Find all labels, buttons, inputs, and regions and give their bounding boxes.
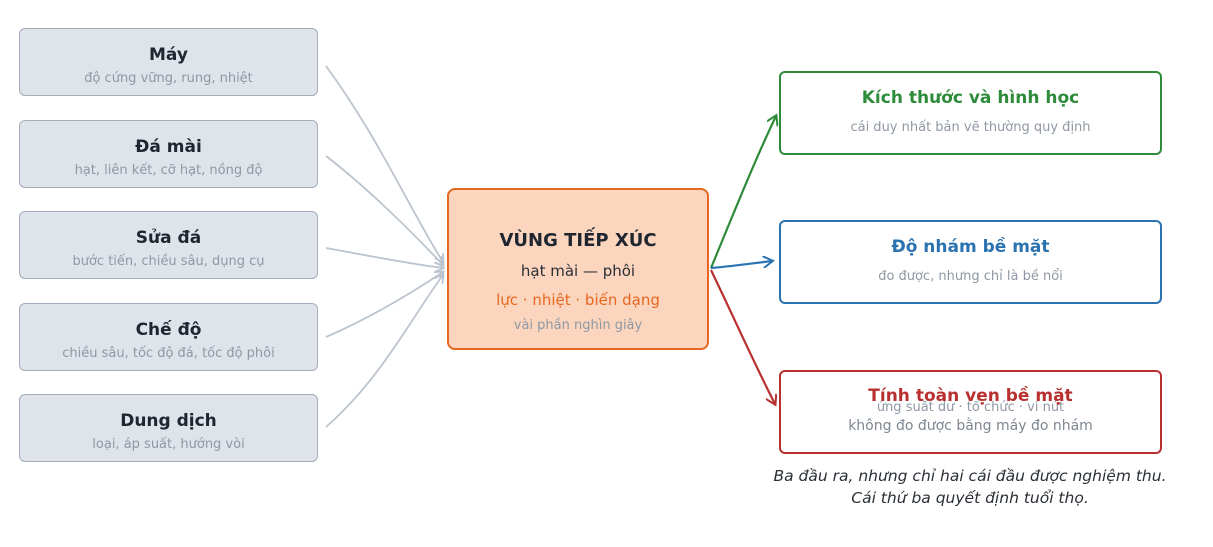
- output-node-do-nham: Độ nhám bề mặt đo được, nhưng chỉ là bề …: [779, 220, 1162, 304]
- arrow-da-mai-to-contact: [325, 155, 443, 265]
- output-node-title: Độ nhám bề mặt: [891, 237, 1050, 257]
- output-node-title: Kích thước và hình học: [861, 88, 1080, 108]
- input-node-dung-dich: Dung dịch loại, áp suất, hướng vòi: [19, 394, 318, 462]
- arrow-che-do-to-contact: [325, 272, 443, 338]
- input-node-title: Sửa đá: [135, 228, 202, 248]
- input-node-subtitle: chiều sâu, tốc độ đá, tốc độ phôi: [62, 346, 275, 361]
- output-node-subtitle: ứng suất dư · tổ chức · vi nứt: [876, 400, 1065, 415]
- input-node-da-mai: Đá mài hạt, liên kết, cỡ hạt, nồng độ: [19, 120, 318, 188]
- footnote-line-2: Cái thứ ba quyết định tuổi thọ.: [851, 489, 1089, 507]
- input-node-subtitle: độ cứng vững, rung, nhiệt: [84, 71, 253, 86]
- arrow-sua-da-to-contact: [325, 247, 443, 268]
- arrow-contact-to-kich-thuoc: [709, 116, 776, 269]
- contact-zone-line3: vài phần nghìn giây: [513, 318, 643, 333]
- footnote-line-1: Ba đầu ra, nhưng chỉ hai cái đầu được ng…: [773, 467, 1167, 485]
- input-node-sua-da: Sửa đá bước tiến, chiều sâu, dụng cụ: [19, 211, 318, 279]
- output-node-kich-thuoc: Kích thước và hình học cái duy nhất bản …: [779, 71, 1162, 155]
- arrow-contact-to-do-nham: [710, 261, 772, 270]
- output-node-subtitle: cái duy nhất bản vẽ thường quy định: [850, 120, 1091, 135]
- input-node-che-do: Chế độ chiều sâu, tốc độ đá, tốc độ phôi: [19, 303, 318, 371]
- arrow-may-to-contact: [325, 65, 443, 262]
- input-node-title: Dung dịch: [120, 411, 217, 431]
- output-node-subtitle: đo được, nhưng chỉ là bề nổi: [878, 269, 1063, 284]
- input-node-title: Máy: [149, 45, 188, 65]
- contact-zone-line2: lực · nhiệt · biến dạng: [496, 291, 660, 309]
- contact-zone-line1: hạt mài — phôi: [520, 262, 636, 280]
- output-node-toan-ven: ứng suất dư · tổ chức · vi nứt Tính toàn…: [779, 370, 1162, 454]
- output-node-subtitle-2: không đo được bằng máy đo nhám: [848, 418, 1093, 434]
- arrow-contact-to-toan-ven: [710, 269, 775, 404]
- input-node-title: Đá mài: [135, 137, 202, 157]
- input-node-may: Máy độ cứng vững, rung, nhiệt: [19, 28, 318, 96]
- input-node-subtitle: loại, áp suất, hướng vòi: [92, 437, 245, 452]
- output-node-title: Tính toàn vẹn bề mặt: [868, 386, 1073, 406]
- contact-zone-title: VÙNG TIẾP XÚC: [499, 230, 657, 251]
- input-node-title: Chế độ: [135, 320, 202, 340]
- arrow-dung-dich-to-contact: [325, 275, 443, 428]
- input-node-subtitle: hạt, liên kết, cỡ hạt, nồng độ: [74, 163, 263, 178]
- contact-zone-node: VÙNG TIẾP XÚC hạt mài — phôi lực · nhiệt…: [447, 188, 709, 350]
- input-node-subtitle: bước tiến, chiều sâu, dụng cụ: [72, 254, 265, 269]
